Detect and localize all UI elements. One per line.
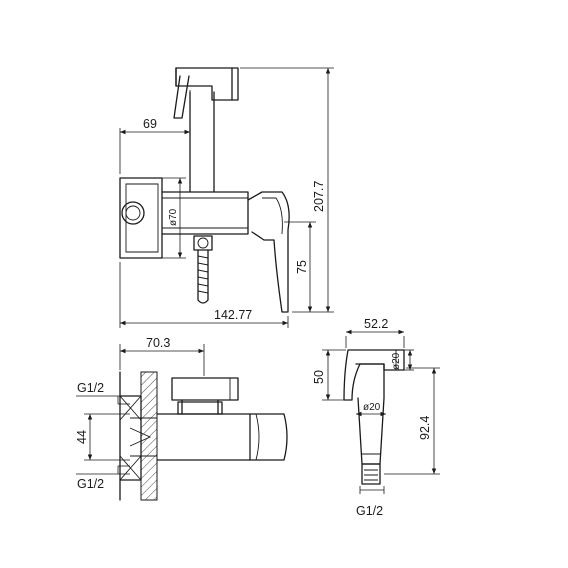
label-sprayer-thread: G1/2: [356, 504, 383, 518]
dim-body-diameter: ø70: [168, 208, 179, 226]
side-view: 70.3 G1/2 44 G1/2: [75, 336, 288, 501]
dim-sprayer-handle-diameter: ø20: [363, 402, 381, 413]
dim-sprayer-head-height: 50: [312, 370, 326, 384]
dim-inlet-spacing: 44: [75, 430, 89, 444]
front-view: 69 ø70 207.7 75 142.77: [119, 67, 334, 328]
dim-sprayer-length: 92.4: [418, 416, 432, 440]
dim-total-length: 142.77: [214, 308, 252, 322]
dim-sprayer-head-diameter: ø20: [391, 352, 402, 370]
dim-lever-height: 75: [295, 260, 309, 274]
label-thread-bottom: G1/2: [77, 477, 104, 491]
label-thread-top: G1/2: [77, 381, 104, 395]
dim-top-offset: 69: [143, 117, 157, 131]
sprayer-view: 52.2 ø20 50 ø20 92.4 G1/2: [312, 317, 440, 518]
dim-side-depth: 70.3: [146, 336, 170, 350]
dim-total-height: 207.7: [312, 181, 326, 212]
dim-sprayer-width: 52.2: [364, 317, 388, 331]
